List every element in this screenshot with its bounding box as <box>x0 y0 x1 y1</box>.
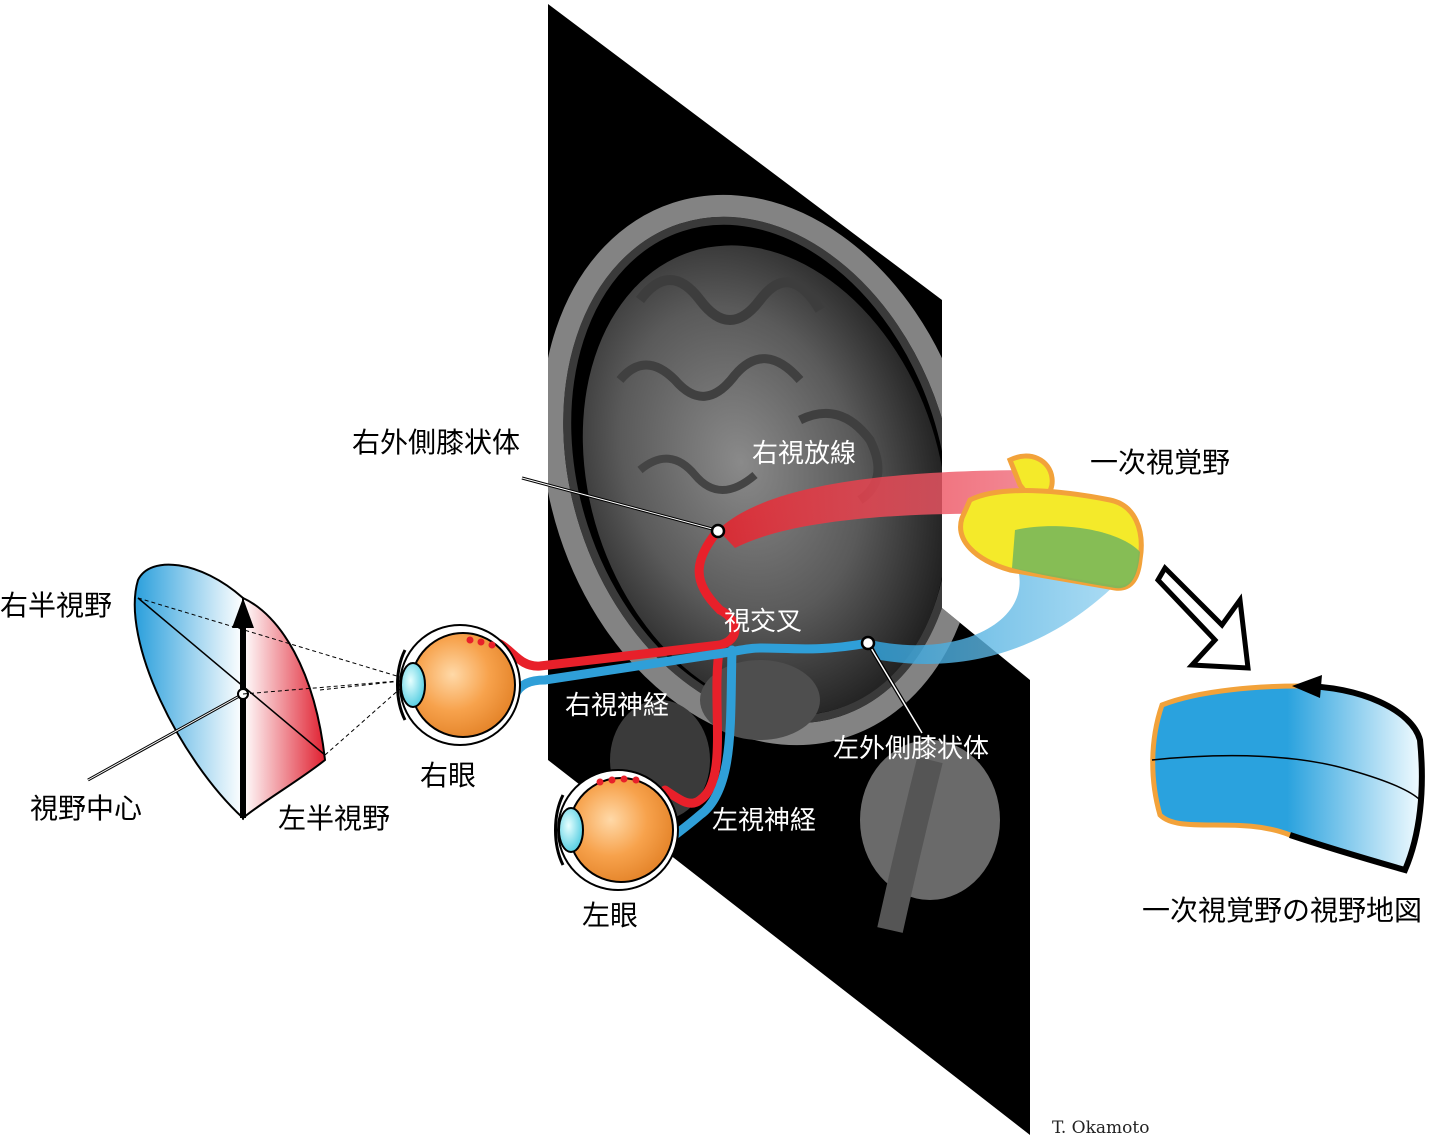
label-left-lgn: 左外側膝状体 <box>833 734 989 764</box>
right-optic-radiation <box>718 470 1050 548</box>
v1-visual-field-map <box>1150 675 1425 874</box>
label-right-optic-radiation: 右視放線 <box>752 439 856 469</box>
label-right-eye: 右眼 <box>420 759 476 792</box>
label-visual-field-center: 視野中心 <box>30 792 142 825</box>
primary-visual-cortex-shape <box>958 453 1144 591</box>
left-optic-radiation <box>870 560 1120 664</box>
right-lgn-marker <box>521 476 726 539</box>
visual-field-diagram <box>87 563 481 821</box>
label-right-lgn: 右外側膝状体 <box>352 426 520 459</box>
left-eye <box>554 769 679 891</box>
label-left-optic-nerve: 左視神経 <box>712 806 816 836</box>
arrow-to-map-icon <box>1154 563 1251 671</box>
label-optic-chiasm: 視交叉 <box>724 607 802 637</box>
label-right-optic-nerve: 右視神経 <box>565 691 669 721</box>
label-right-visual-field: 右半視野 <box>0 589 112 622</box>
right-eye <box>396 624 521 746</box>
credit-text: T. Okamoto <box>1052 1118 1149 1138</box>
right-eye-pathway <box>480 525 740 808</box>
label-v1-visual-field-map: 一次視覚野の視野地図 <box>1142 894 1422 927</box>
label-left-eye: 左眼 <box>582 899 638 932</box>
label-primary-visual-cortex: 一次視覚野 <box>1090 446 1230 479</box>
left-lgn-marker <box>860 635 924 735</box>
mri-sagittal-panel <box>548 4 1030 1135</box>
label-left-visual-field: 左半視野 <box>278 802 390 835</box>
